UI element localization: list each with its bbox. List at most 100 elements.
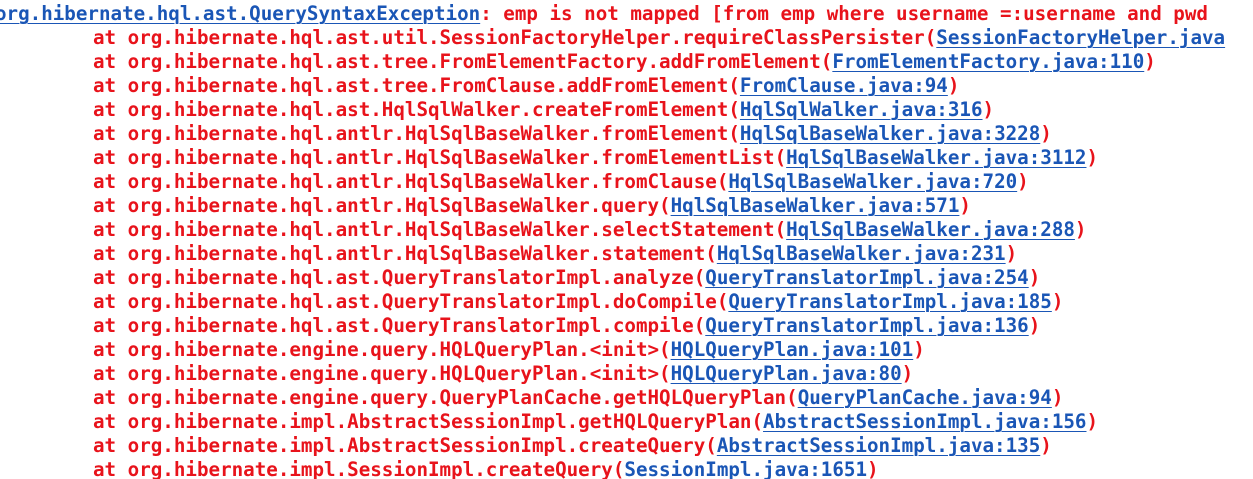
frame-at-keyword: at — [93, 434, 128, 457]
frame-source-link[interactable]: QueryPlanCache.java:94 — [797, 386, 1052, 409]
frame-close-paren: ) — [913, 338, 925, 361]
frame-at-keyword: at — [93, 218, 128, 241]
exception-message: : emp is not mapped [from emp where user… — [480, 2, 1208, 25]
frame-method: org.hibernate.hql.ast.util.SessionFactor… — [127, 26, 925, 49]
frame-method: org.hibernate.hql.antlr.HqlSqlBaseWalker… — [127, 170, 717, 193]
frame-method: org.hibernate.engine.query.QueryPlanCach… — [127, 386, 787, 409]
stack-frame-line: at org.hibernate.impl.AbstractSessionImp… — [93, 434, 1052, 458]
frame-source-link[interactable]: AbstractSessionImpl.java:156 — [763, 410, 1087, 433]
stack-frame-line: at org.hibernate.engine.query.HQLQueryPl… — [93, 362, 913, 386]
frame-open-paren: ( — [705, 434, 717, 457]
frame-method: org.hibernate.impl.SessionImpl.createQue… — [127, 458, 613, 479]
frame-close-paren: ) — [947, 74, 960, 97]
frame-source-link[interactable]: HqlSqlBaseWalker.java:720 — [728, 170, 1018, 193]
stack-frame-line: at org.hibernate.hql.ast.QueryTranslator… — [93, 314, 1040, 338]
frame-close-paren: ) — [1051, 386, 1064, 409]
frame-at-keyword: at — [93, 386, 128, 409]
stack-frame-line: at org.hibernate.hql.antlr.HqlSqlBaseWal… — [93, 242, 1017, 266]
frame-close-paren: ) — [1040, 122, 1052, 145]
frame-source-link[interactable]: AbstractSessionImpl.java:135 — [716, 434, 1041, 457]
stack-frame-line: at org.hibernate.impl.AbstractSessionImp… — [93, 410, 1098, 434]
frame-at-keyword: at — [93, 314, 128, 337]
stack-frame-line: at org.hibernate.hql.antlr.HqlSqlBaseWal… — [93, 194, 971, 218]
frame-at-keyword: at — [93, 266, 128, 289]
frame-at-keyword: at — [93, 290, 128, 313]
frame-at-keyword: at — [93, 410, 128, 433]
frame-at-keyword: at — [93, 362, 128, 385]
frame-open-paren: ( — [751, 410, 764, 433]
frame-source-link[interactable]: HqlSqlWalker.java:316 — [739, 98, 983, 121]
frame-at-keyword: at — [93, 338, 128, 361]
frame-method: org.hibernate.hql.ast.HqlSqlWalker.creat… — [127, 98, 729, 121]
frame-open-paren: ( — [693, 266, 706, 289]
frame-method: org.hibernate.impl.AbstractSessionImpl.g… — [127, 410, 752, 433]
frame-source-link[interactable]: HqlSqlBaseWalker.java:288 — [786, 218, 1075, 241]
frame-open-paren: ( — [693, 314, 706, 337]
frame-at-keyword: at — [93, 26, 128, 49]
frame-method: org.hibernate.engine.query.HQLQueryPlan.… — [127, 362, 660, 385]
stack-frame-line: at org.hibernate.engine.query.HQLQueryPl… — [93, 338, 925, 362]
frame-close-paren: ) — [1051, 290, 1064, 313]
frame-at-keyword: at — [93, 170, 128, 193]
frame-method: org.hibernate.hql.antlr.HqlSqlBaseWalker… — [127, 122, 729, 145]
frame-source-link[interactable]: QueryTranslatorImpl.java:136 — [705, 314, 1029, 337]
frame-open-paren: ( — [728, 98, 740, 121]
frame-at-keyword: at — [93, 50, 128, 73]
frame-method: org.hibernate.engine.query.HQLQueryPlan.… — [127, 338, 660, 361]
frame-at-keyword: at — [93, 194, 128, 217]
frame-close-paren: ) — [1005, 242, 1018, 265]
frame-open-paren: ( — [716, 290, 729, 313]
stack-frame-line: at org.hibernate.hql.ast.tree.FromElemen… — [93, 50, 1156, 74]
frame-method: org.hibernate.hql.ast.QueryTranslatorImp… — [127, 266, 694, 289]
frame-open-paren: ( — [728, 74, 740, 97]
frame-method: org.hibernate.hql.antlr.HqlSqlBaseWalker… — [127, 194, 660, 217]
stack-frame-line: at org.hibernate.hql.ast.tree.FromClause… — [93, 74, 959, 98]
frame-close-paren: ) — [1086, 410, 1099, 433]
frame-close-paren: ) — [1028, 266, 1041, 289]
frame-close-paren: ) — [1017, 170, 1029, 193]
frame-source-link[interactable]: QueryTranslatorImpl.java:254 — [705, 266, 1029, 289]
frame-source-link[interactable]: HqlSqlBaseWalker.java:231 — [716, 242, 1006, 265]
frame-source-link[interactable]: HqlSqlBaseWalker.java:3228 — [739, 122, 1041, 145]
frame-method: org.hibernate.hql.antlr.HqlSqlBaseWalker… — [127, 218, 775, 241]
frame-close-paren: ) — [1144, 50, 1156, 73]
frame-source-link[interactable]: HQLQueryPlan.java:101 — [670, 338, 914, 361]
stack-frame-line: at org.hibernate.hql.ast.util.SessionFac… — [93, 26, 1225, 50]
frame-source-link[interactable]: SessionFactoryHelper.java — [936, 26, 1226, 49]
frame-open-paren: ( — [659, 362, 671, 385]
frame-source-link[interactable]: FromClause.java:94 — [739, 74, 948, 97]
frame-source-link[interactable]: HQLQueryPlan.java:80 — [670, 362, 902, 385]
exception-header-line: org.hibernate.hql.ast.QuerySyntaxExcepti… — [0, 2, 1208, 26]
frame-at-keyword: at — [93, 98, 128, 121]
frame-close-paren: ) — [1028, 314, 1041, 337]
frame-source-link[interactable]: SessionImpl.java:1651 — [624, 458, 867, 479]
frame-close-paren: ) — [982, 98, 995, 121]
frame-open-paren: ( — [659, 194, 671, 217]
frame-close-paren: ) — [901, 362, 914, 385]
frame-source-link[interactable]: QueryTranslatorImpl.java:185 — [728, 290, 1052, 313]
frame-at-keyword: at — [93, 74, 128, 97]
frame-source-link[interactable]: HqlSqlBaseWalker.java:3112 — [786, 146, 1087, 169]
frame-at-keyword: at — [93, 122, 128, 145]
frame-open-paren: ( — [924, 26, 937, 49]
frame-close-paren: ) — [1074, 218, 1087, 241]
frame-close-paren: ) — [867, 458, 879, 479]
frame-at-keyword: at — [93, 146, 128, 169]
frame-at-keyword: at — [93, 458, 128, 479]
exception-class-link[interactable]: org.hibernate.hql.ast.QuerySyntaxExcepti… — [0, 2, 481, 25]
stack-frame-line: at org.hibernate.impl.SessionImpl.create… — [93, 458, 879, 479]
frame-method: org.hibernate.hql.ast.QueryTranslatorImp… — [127, 290, 717, 313]
stack-frame-line: at org.hibernate.hql.ast.HqlSqlWalker.cr… — [93, 98, 994, 122]
frame-close-paren: ) — [959, 194, 971, 217]
stack-frame-line: at org.hibernate.hql.antlr.HqlSqlBaseWal… — [93, 170, 1029, 194]
frame-open-paren: ( — [820, 50, 833, 73]
frame-method: org.hibernate.impl.AbstractSessionImpl.c… — [127, 434, 706, 457]
frame-source-link[interactable]: HqlSqlBaseWalker.java:571 — [670, 194, 960, 217]
frame-close-paren: ) — [1040, 434, 1052, 457]
frame-method: org.hibernate.hql.antlr.HqlSqlBaseWalker… — [127, 146, 775, 169]
frame-open-paren: ( — [774, 218, 787, 241]
stack-frame-line: at org.hibernate.hql.antlr.HqlSqlBaseWal… — [93, 218, 1086, 242]
stack-frame-line: at org.hibernate.hql.antlr.HqlSqlBaseWal… — [93, 146, 1098, 170]
frame-source-link[interactable]: FromElementFactory.java:110 — [832, 50, 1145, 73]
